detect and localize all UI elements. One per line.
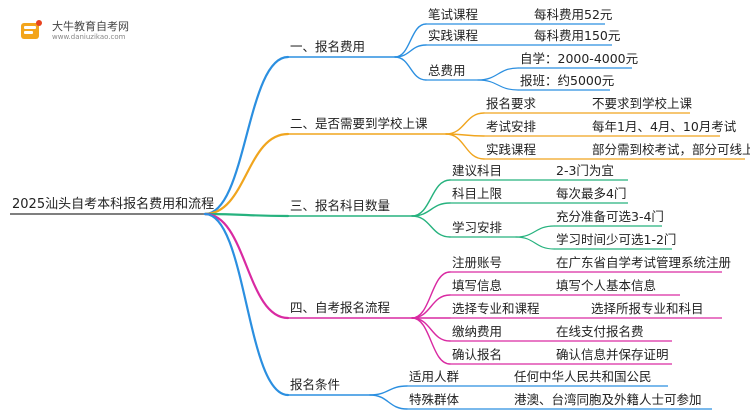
node-choose-major: 选择专业和课程 (452, 301, 540, 316)
node-practice-course-fee: 每科费用150元 (534, 28, 621, 43)
connector-line (411, 271, 451, 319)
node-eligible-people-value: 任何中华人民共和国公民 (514, 369, 652, 384)
connector-line (411, 202, 451, 217)
brand-logo-icon (21, 20, 42, 39)
node-subject-limit: 科目上限 (452, 186, 503, 201)
node-self-study-fee: 自学：2000-4000元 (520, 51, 639, 66)
node-special-groups-value: 港澳、台湾同胞及外籍人士可参加 (514, 392, 702, 407)
connector-line (394, 44, 427, 58)
connector-line (203, 212, 290, 218)
node-practice-course: 实践课程 (428, 28, 479, 43)
brand-title: 大牛教育自考网 (52, 20, 129, 33)
root-topic: 2025汕头自考本科报名费用和流程 (12, 197, 215, 212)
connector-line (411, 317, 451, 365)
connector-line (411, 215, 451, 238)
node-practice-exam-value: 部分需到校考试，部分可线上 (592, 142, 750, 157)
connector-line (203, 212, 290, 320)
node-exam-schedule: 考试安排 (486, 119, 537, 134)
node-class-fee: 报班：约5000元 (520, 73, 615, 88)
node-register-account: 注册账号 (452, 255, 503, 270)
section-class-attendance: 二、是否需要到学校上课 (290, 116, 428, 131)
node-confirm-registration-value: 确认信息并保存证明 (556, 347, 669, 362)
connector-line (477, 67, 519, 81)
connector-line (411, 317, 451, 342)
connector-line (394, 23, 427, 58)
node-pay-fee: 缴纳费用 (452, 324, 503, 339)
node-study-plan-full: 充分准备可选3-4门 (556, 209, 664, 224)
node-total-fee: 总费用 (428, 63, 466, 78)
connector-line (394, 56, 427, 81)
node-suggested-subjects-value: 2-3门为宜 (556, 163, 614, 178)
node-fill-info: 填写信息 (452, 278, 503, 293)
node-written-course-fee: 每科费用52元 (534, 7, 613, 22)
connector-line (411, 179, 451, 217)
connector-line (369, 394, 408, 410)
connector-line (203, 132, 290, 216)
node-study-plan: 学习安排 (452, 220, 503, 235)
node-fill-info-value: 填写个人基本信息 (556, 278, 657, 293)
node-exam-schedule-value: 每年1月、4月、10月考试 (592, 119, 737, 134)
node-register-account-value: 在广东省自学考试管理系统注册 (556, 255, 732, 270)
node-suggested-subjects: 建议科目 (452, 163, 503, 178)
node-registration-requirement: 报名要求 (486, 96, 537, 111)
node-special-groups: 特殊群体 (409, 392, 460, 407)
connector-line (203, 212, 290, 397)
connector-line (515, 236, 555, 250)
connector-line (411, 294, 451, 319)
node-study-plan-limited: 学习时间少可选1-2门 (556, 232, 677, 247)
section-subject-count: 三、报名科目数量 (290, 198, 391, 213)
section-eligibility: 报名条件 (290, 377, 341, 392)
section-registration-process: 四、自考报名流程 (290, 300, 391, 315)
node-eligible-people: 适用人群 (409, 369, 460, 384)
section-fees: 一、报名费用 (290, 39, 366, 54)
node-subject-limit-value: 每次最多4门 (556, 186, 627, 201)
node-choose-major-value: 选择所报专业和科目 (591, 301, 704, 316)
connector-line (369, 385, 408, 396)
node-practice-exam: 实践课程 (486, 142, 537, 157)
node-pay-fee-value: 在线支付报名费 (556, 324, 644, 339)
connector-line (445, 133, 485, 160)
node-registration-requirement-value: 不要求到学校上课 (592, 96, 693, 111)
connector-line (445, 112, 485, 135)
connector-line (515, 225, 555, 238)
connector-line (477, 79, 519, 91)
node-confirm-registration: 确认报名 (452, 347, 503, 362)
brand-url: www.daniuzikao.com (52, 33, 126, 41)
node-written-course: 笔试课程 (428, 7, 479, 22)
connector-line (203, 55, 290, 216)
